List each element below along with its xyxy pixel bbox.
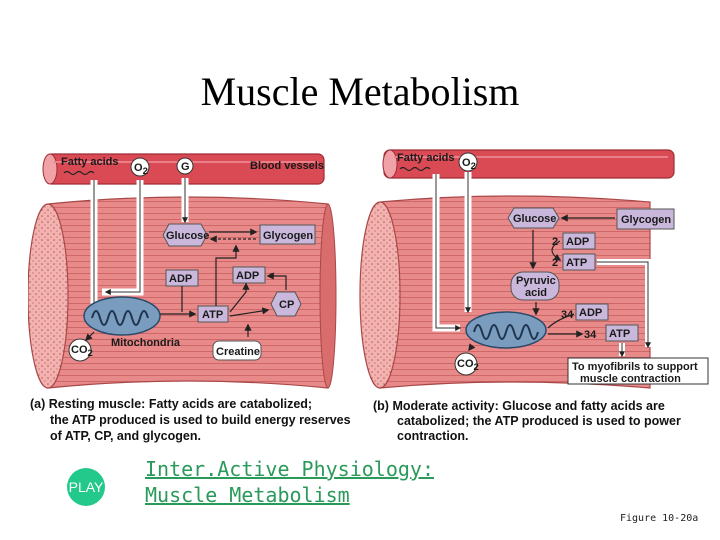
muscle-fiber-b-end (359, 201, 401, 389)
label-pyruvic: Pyruvic (516, 275, 556, 287)
label-co2-b: CO2 (457, 358, 479, 373)
label-o2-b: O2 (462, 157, 476, 172)
label-glycogen-b: Glycogen (621, 214, 671, 226)
label-2a: 2 (552, 236, 558, 248)
label-atp-b2: ATP (609, 328, 630, 340)
caption-b-line3: contraction. (397, 429, 469, 443)
label-myofibrils-1: To myofibrils to support (572, 361, 698, 373)
link-line-2[interactable]: Muscle Metabolism (145, 483, 350, 507)
play-button[interactable]: PLAY (67, 468, 105, 506)
label-myofibrils-2: muscle contraction (580, 373, 681, 385)
creatine-box (212, 340, 262, 361)
mitochondrion-a (83, 296, 161, 336)
adp-box-b2 (575, 303, 609, 321)
glycogen-box-b (616, 208, 675, 230)
adp-box-b1 (562, 232, 596, 250)
label-adp-a1: ADP (169, 273, 192, 285)
caption-a-line1: (a) Resting muscle: Fatty acids are cata… (30, 397, 312, 411)
muscle-fiber-a-end (28, 203, 69, 389)
atp-box-b2 (605, 324, 639, 342)
co2-circle-b (454, 352, 478, 376)
co2-circle-a (68, 338, 92, 362)
label-fatty-acids-b: Fatty acids (397, 152, 454, 164)
glucose-box-a (162, 223, 208, 247)
label-mitochondria: Mitochondria (111, 337, 181, 349)
label-atp-b1: ATP (566, 257, 587, 269)
label-2b: 2 (552, 257, 558, 269)
caption-b-line2: catabolized; the ATP produced is used to… (397, 414, 681, 428)
label-adp-b1: ADP (566, 236, 589, 248)
figure-label: Figure 10-20a (620, 513, 699, 524)
caption-b-line1: (b) Moderate activity: Glucose and fatty… (373, 399, 665, 413)
label-atp-a: ATP (202, 309, 223, 321)
label-glucose-b: Glucose (513, 213, 556, 225)
muscle-metabolism-figure: Fatty acids O2 G Blood vessels Glucose G… (28, 149, 709, 443)
panel-a: Fatty acids O2 G Blood vessels Glucose G… (28, 153, 351, 443)
caption-a-line2: the ATP produced is used to build energy… (50, 413, 351, 427)
panel-b: Fatty acids O2 Glucose Glycogen 2 ADP 2 … (359, 149, 709, 443)
label-glucose-a: Glucose (166, 230, 209, 242)
label-co2-a: CO2 (71, 344, 93, 359)
label-acid: acid (525, 287, 547, 299)
atp-box-b1 (562, 253, 596, 271)
label-o2: O2 (134, 162, 148, 177)
label-cp: CP (279, 299, 294, 311)
label-fatty-acids: Fatty acids (61, 156, 118, 168)
cp-box (270, 291, 302, 317)
pyruvic-acid-box (510, 271, 560, 301)
label-34b: 34 (584, 329, 597, 341)
link-line-1[interactable]: Inter.Active Physiology: (145, 457, 434, 481)
glycogen-box-a (259, 224, 316, 245)
glucose-box-b (507, 207, 560, 229)
caption-a-line3: of ATP, CP, and glycogen. (50, 429, 201, 443)
label-adp-b2: ADP (579, 307, 602, 319)
myofibrils-box (567, 357, 709, 385)
slide-title: Muscle Metabolism (200, 69, 520, 114)
label-g: G (181, 161, 190, 173)
label-blood-vessels: Blood vessels (250, 160, 324, 172)
atp-box-a (197, 305, 229, 323)
label-adp-a2: ADP (236, 270, 259, 282)
interactive-physiology-link[interactable]: Inter.Active Physiology: Muscle Metaboli… (145, 456, 434, 508)
label-creatine: Creatine (216, 346, 260, 358)
label-glycogen-a: Glycogen (263, 230, 313, 242)
